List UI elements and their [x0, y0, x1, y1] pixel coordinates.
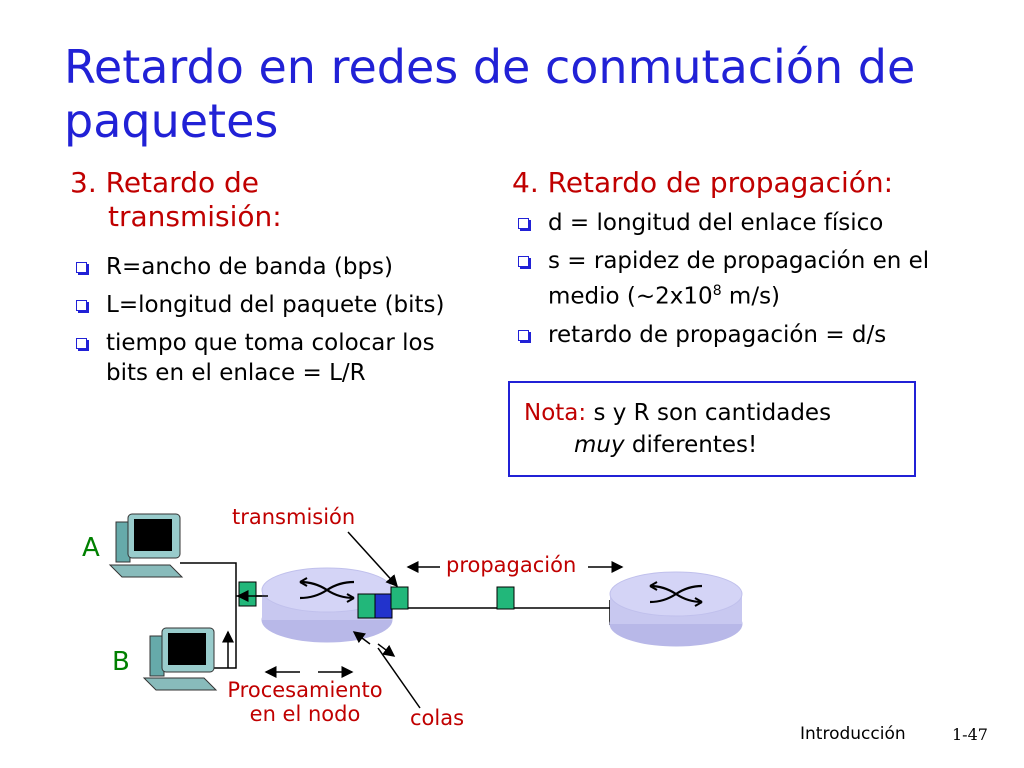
bullet-packet-length: L=longitud del paquete (bits) [70, 290, 446, 320]
bullet-propagation-delay: retardo de propagación = d/s [512, 320, 952, 350]
packet-transmitting [390, 586, 409, 610]
propagation-delay-heading: 4. Retardo de propagación: [512, 166, 894, 199]
slide-title: Retardo en redes de conmutación de paque… [64, 40, 916, 148]
packet-queued-blue [374, 593, 393, 619]
footer-section: Introducción [800, 724, 906, 744]
bullet-square-icon [518, 329, 529, 341]
transmission-delay-heading: 3. Retardo de transmisión: [70, 166, 282, 234]
host-a-computer-icon [108, 513, 184, 578]
host-b-computer-icon [142, 627, 218, 691]
bullet-square-icon [518, 256, 529, 267]
transmission-heading-line2: transmisión: [108, 200, 282, 233]
propagation-label: propagación [446, 553, 577, 577]
transmission-heading-line1: 3. Retardo de [70, 166, 259, 199]
router-2-icon [609, 571, 743, 647]
note-text2: diferentes! [624, 432, 758, 458]
bullet-square-icon [518, 218, 529, 229]
transmission-bullet-list: R=ancho de banda (bps) L=longitud del pa… [70, 252, 480, 396]
packet-incoming [238, 581, 257, 607]
packet-propagating [496, 586, 515, 610]
propagation-bullet-list: d = longitud del enlace físico s = rapid… [512, 208, 952, 358]
note-box: Nota: s y R son cantidades muy diferente… [508, 381, 916, 477]
note-label: Nota: [524, 400, 587, 426]
host-b-label: B [112, 647, 130, 677]
processing-label: Procesamiento en el nodo [227, 678, 383, 726]
bullet-square-icon [76, 262, 87, 273]
transmission-arrow [347, 531, 399, 588]
queue-arrow-left [352, 631, 371, 645]
bullet-transmission-time: tiempo que toma colocar los bits en el e… [70, 328, 480, 388]
note-emphasis: muy [574, 432, 625, 458]
bullet-square-icon [76, 300, 87, 311]
transmission-label: transmisión [232, 505, 356, 529]
queues-label: colas [410, 706, 465, 730]
bullet-square-icon [76, 338, 87, 349]
host-a-label: A [82, 533, 100, 563]
note-text1: s y R son cantidades [586, 400, 832, 426]
queue-label-pointer [377, 647, 421, 709]
packet-queued [357, 593, 376, 619]
host-link-lines [180, 562, 237, 669]
queue-arrow-right [377, 643, 396, 657]
bullet-link-length: d = longitud del enlace físico [512, 208, 952, 238]
bullet-propagation-speed: s = rapidez de propagación en el medio (… [512, 246, 948, 312]
footer-page-number: 1-47 [952, 725, 988, 744]
bullet-bandwidth: R=ancho de banda (bps) [70, 252, 480, 282]
